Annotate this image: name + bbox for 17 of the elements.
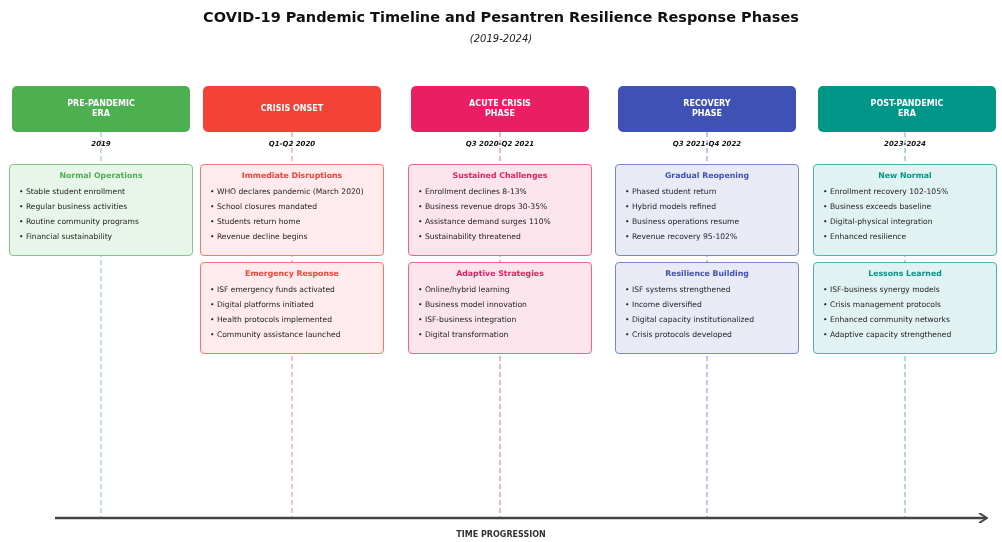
phase-card (615, 164, 799, 256)
phase-card (813, 262, 997, 354)
phase-header: PRE-PANDEMIC ERA (12, 86, 190, 132)
phase-header: POST-PANDEMIC ERA (818, 86, 996, 132)
axis-label: TIME PROGRESSION (456, 530, 546, 539)
phase-card (813, 164, 997, 256)
subtitle: (2019-2024) (468, 33, 534, 44)
phase-header: ACUTE CRISIS PHASE (411, 86, 589, 132)
phase-card (615, 262, 799, 354)
phase-card (200, 164, 384, 256)
phase-card (9, 164, 193, 256)
phase-header: RECOVERY PHASE (618, 86, 796, 132)
phase-card (408, 262, 592, 354)
phase-card (408, 164, 592, 256)
phase-card (200, 262, 384, 354)
phase-header: CRISIS ONSET (203, 86, 381, 132)
chart-title: COVID-19 Pandemic Timeline and Pesantren Resilience Response Phases (202, 9, 800, 25)
